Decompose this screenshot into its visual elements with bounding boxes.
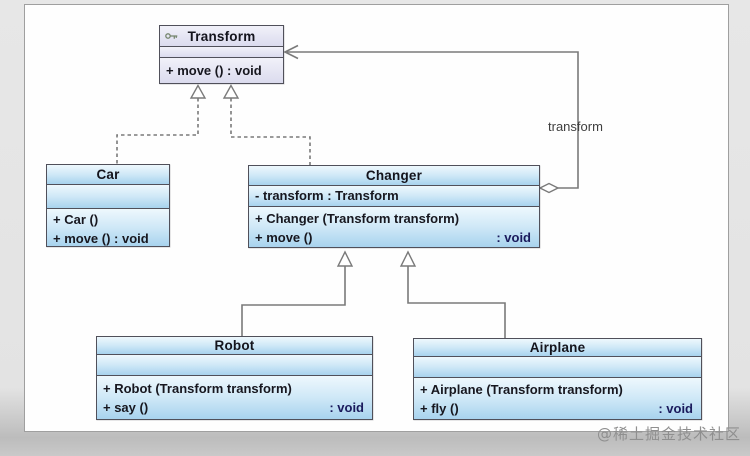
class-transform: Transform + move () : void: [159, 25, 284, 84]
attributes-section: [47, 184, 169, 208]
method-row: + Robot (Transform transform): [103, 381, 292, 396]
method-row: + move () : void: [166, 63, 262, 78]
method-row: + Changer (Transform transform): [255, 211, 460, 226]
class-name: Transform: [187, 28, 256, 44]
method-row: + move () : void: [255, 230, 531, 245]
key-icon: [165, 32, 178, 41]
class-title: Car: [47, 165, 169, 184]
class-name: Robot: [214, 338, 255, 353]
attributes-section: [414, 356, 701, 377]
attributes-section: [160, 46, 283, 57]
methods-section: + Changer (Transform transform) + move (…: [249, 206, 539, 247]
methods-section: + Airplane (Transform transform) + fly (…: [414, 377, 701, 419]
class-title: Airplane: [414, 339, 701, 356]
class-robot: Robot + Robot (Transform transform) + sa…: [96, 336, 373, 420]
methods-section: + Robot (Transform transform) + say () :…: [97, 375, 372, 419]
class-changer: Changer - transform : Transform + Change…: [248, 165, 540, 248]
method-row: + say () : void: [103, 400, 364, 415]
class-title: Robot: [97, 337, 372, 354]
class-title: Changer: [249, 166, 539, 185]
class-title: Transform: [160, 26, 283, 46]
class-car: Car + Car () + move () : void: [46, 164, 170, 247]
methods-section: + Car () + move () : void: [47, 208, 169, 246]
attributes-section: [97, 354, 372, 375]
class-name: Car: [96, 167, 120, 182]
association-role-label: transform: [548, 119, 603, 134]
method-row: + move () : void: [53, 231, 149, 246]
methods-section: + move () : void: [160, 57, 283, 83]
method-row: + Airplane (Transform transform): [420, 382, 623, 397]
attributes-section: - transform : Transform: [249, 185, 539, 206]
attribute-row: - transform : Transform: [255, 188, 399, 203]
class-airplane: Airplane + Airplane (Transform transform…: [413, 338, 702, 420]
class-name: Airplane: [529, 340, 586, 355]
method-row: + fly () : void: [420, 401, 693, 416]
class-name: Changer: [365, 168, 423, 183]
watermark: @稀土掘金技术社区: [596, 425, 741, 443]
method-row: + Car (): [53, 212, 99, 227]
